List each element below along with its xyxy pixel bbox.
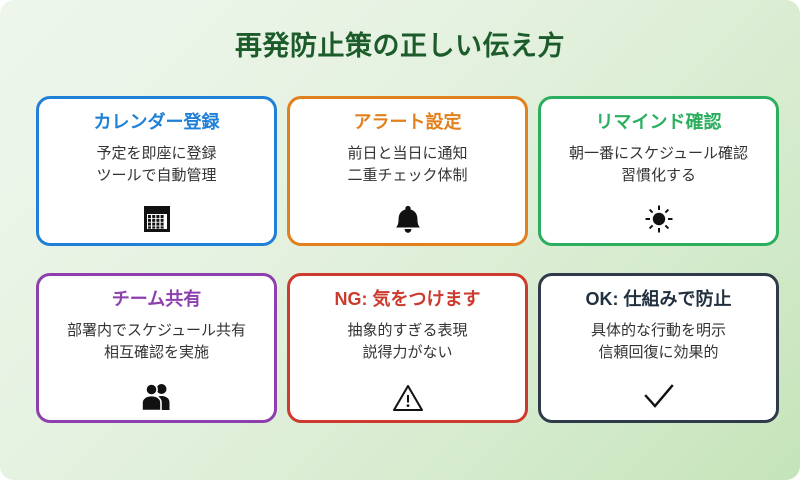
card-title: リマインド確認	[595, 112, 722, 132]
card-line-2: 習慣化する	[620, 166, 696, 184]
calendar-icon	[39, 199, 274, 235]
people-icon	[39, 376, 274, 412]
card-body: 部署内でスケジュール共有 相互確認を実施	[67, 320, 246, 364]
card-line-1: 予定を即座に登録	[96, 144, 217, 162]
card-line-2: 信頼回復に効果的	[598, 343, 719, 361]
card-line-1: 朝一番にスケジュール確認	[569, 144, 748, 162]
check-icon	[541, 376, 776, 412]
card-title: アラート設定	[353, 112, 462, 132]
card-body: 抽象的すぎる表現 説得力がない	[347, 320, 467, 364]
card-grid: カレンダー登録 予定を即座に登録 ツールで自動管理	[36, 96, 779, 423]
card-body: 前日と当日に通知 二重チェック体制	[347, 143, 467, 187]
card-body: 朝一番にスケジュール確認 習慣化する	[569, 143, 748, 187]
card-line-2: 二重チェック体制	[347, 166, 468, 184]
card-body: 具体的な行動を明示 信頼回復に効果的	[591, 320, 726, 364]
card-calendar-registration[interactable]: カレンダー登録 予定を即座に登録 ツールで自動管理	[36, 96, 277, 246]
warning-triangle-icon	[290, 376, 525, 412]
card-remind-check[interactable]: リマインド確認 朝一番にスケジュール確認 習慣化する	[538, 96, 779, 246]
card-title: カレンダー登録	[93, 112, 220, 132]
card-line-1: 前日と当日に通知	[347, 144, 468, 162]
sun-icon	[541, 199, 776, 235]
page-title: 再発防止策の正しい伝え方	[235, 31, 565, 61]
card-title: OK: 仕組みで防止	[585, 289, 732, 309]
bell-icon	[290, 199, 525, 235]
card-line-2: 相互確認を実施	[103, 343, 209, 361]
card-title: NG: 気をつけます	[334, 289, 481, 309]
card-ng-example[interactable]: NG: 気をつけます 抽象的すぎる表現 説得力がない	[287, 273, 528, 423]
card-line-1: 具体的な行動を明示	[590, 321, 726, 339]
card-line-2: 説得力がない	[362, 343, 453, 361]
card-team-sharing[interactable]: チーム共有 部署内でスケジュール共有 相互確認を実施	[36, 273, 277, 423]
card-title: チーム共有	[111, 289, 202, 309]
card-line-2: ツールで自動管理	[96, 166, 217, 184]
card-ok-example[interactable]: OK: 仕組みで防止 具体的な行動を明示 信頼回復に効果的	[538, 273, 779, 423]
card-alert-settings[interactable]: アラート設定 前日と当日に通知 二重チェック体制	[287, 96, 528, 246]
card-line-1: 抽象的すぎる表現	[347, 321, 468, 339]
card-line-1: 部署内でスケジュール共有	[67, 321, 246, 339]
card-body: 予定を即座に登録 ツールで自動管理	[96, 143, 216, 187]
